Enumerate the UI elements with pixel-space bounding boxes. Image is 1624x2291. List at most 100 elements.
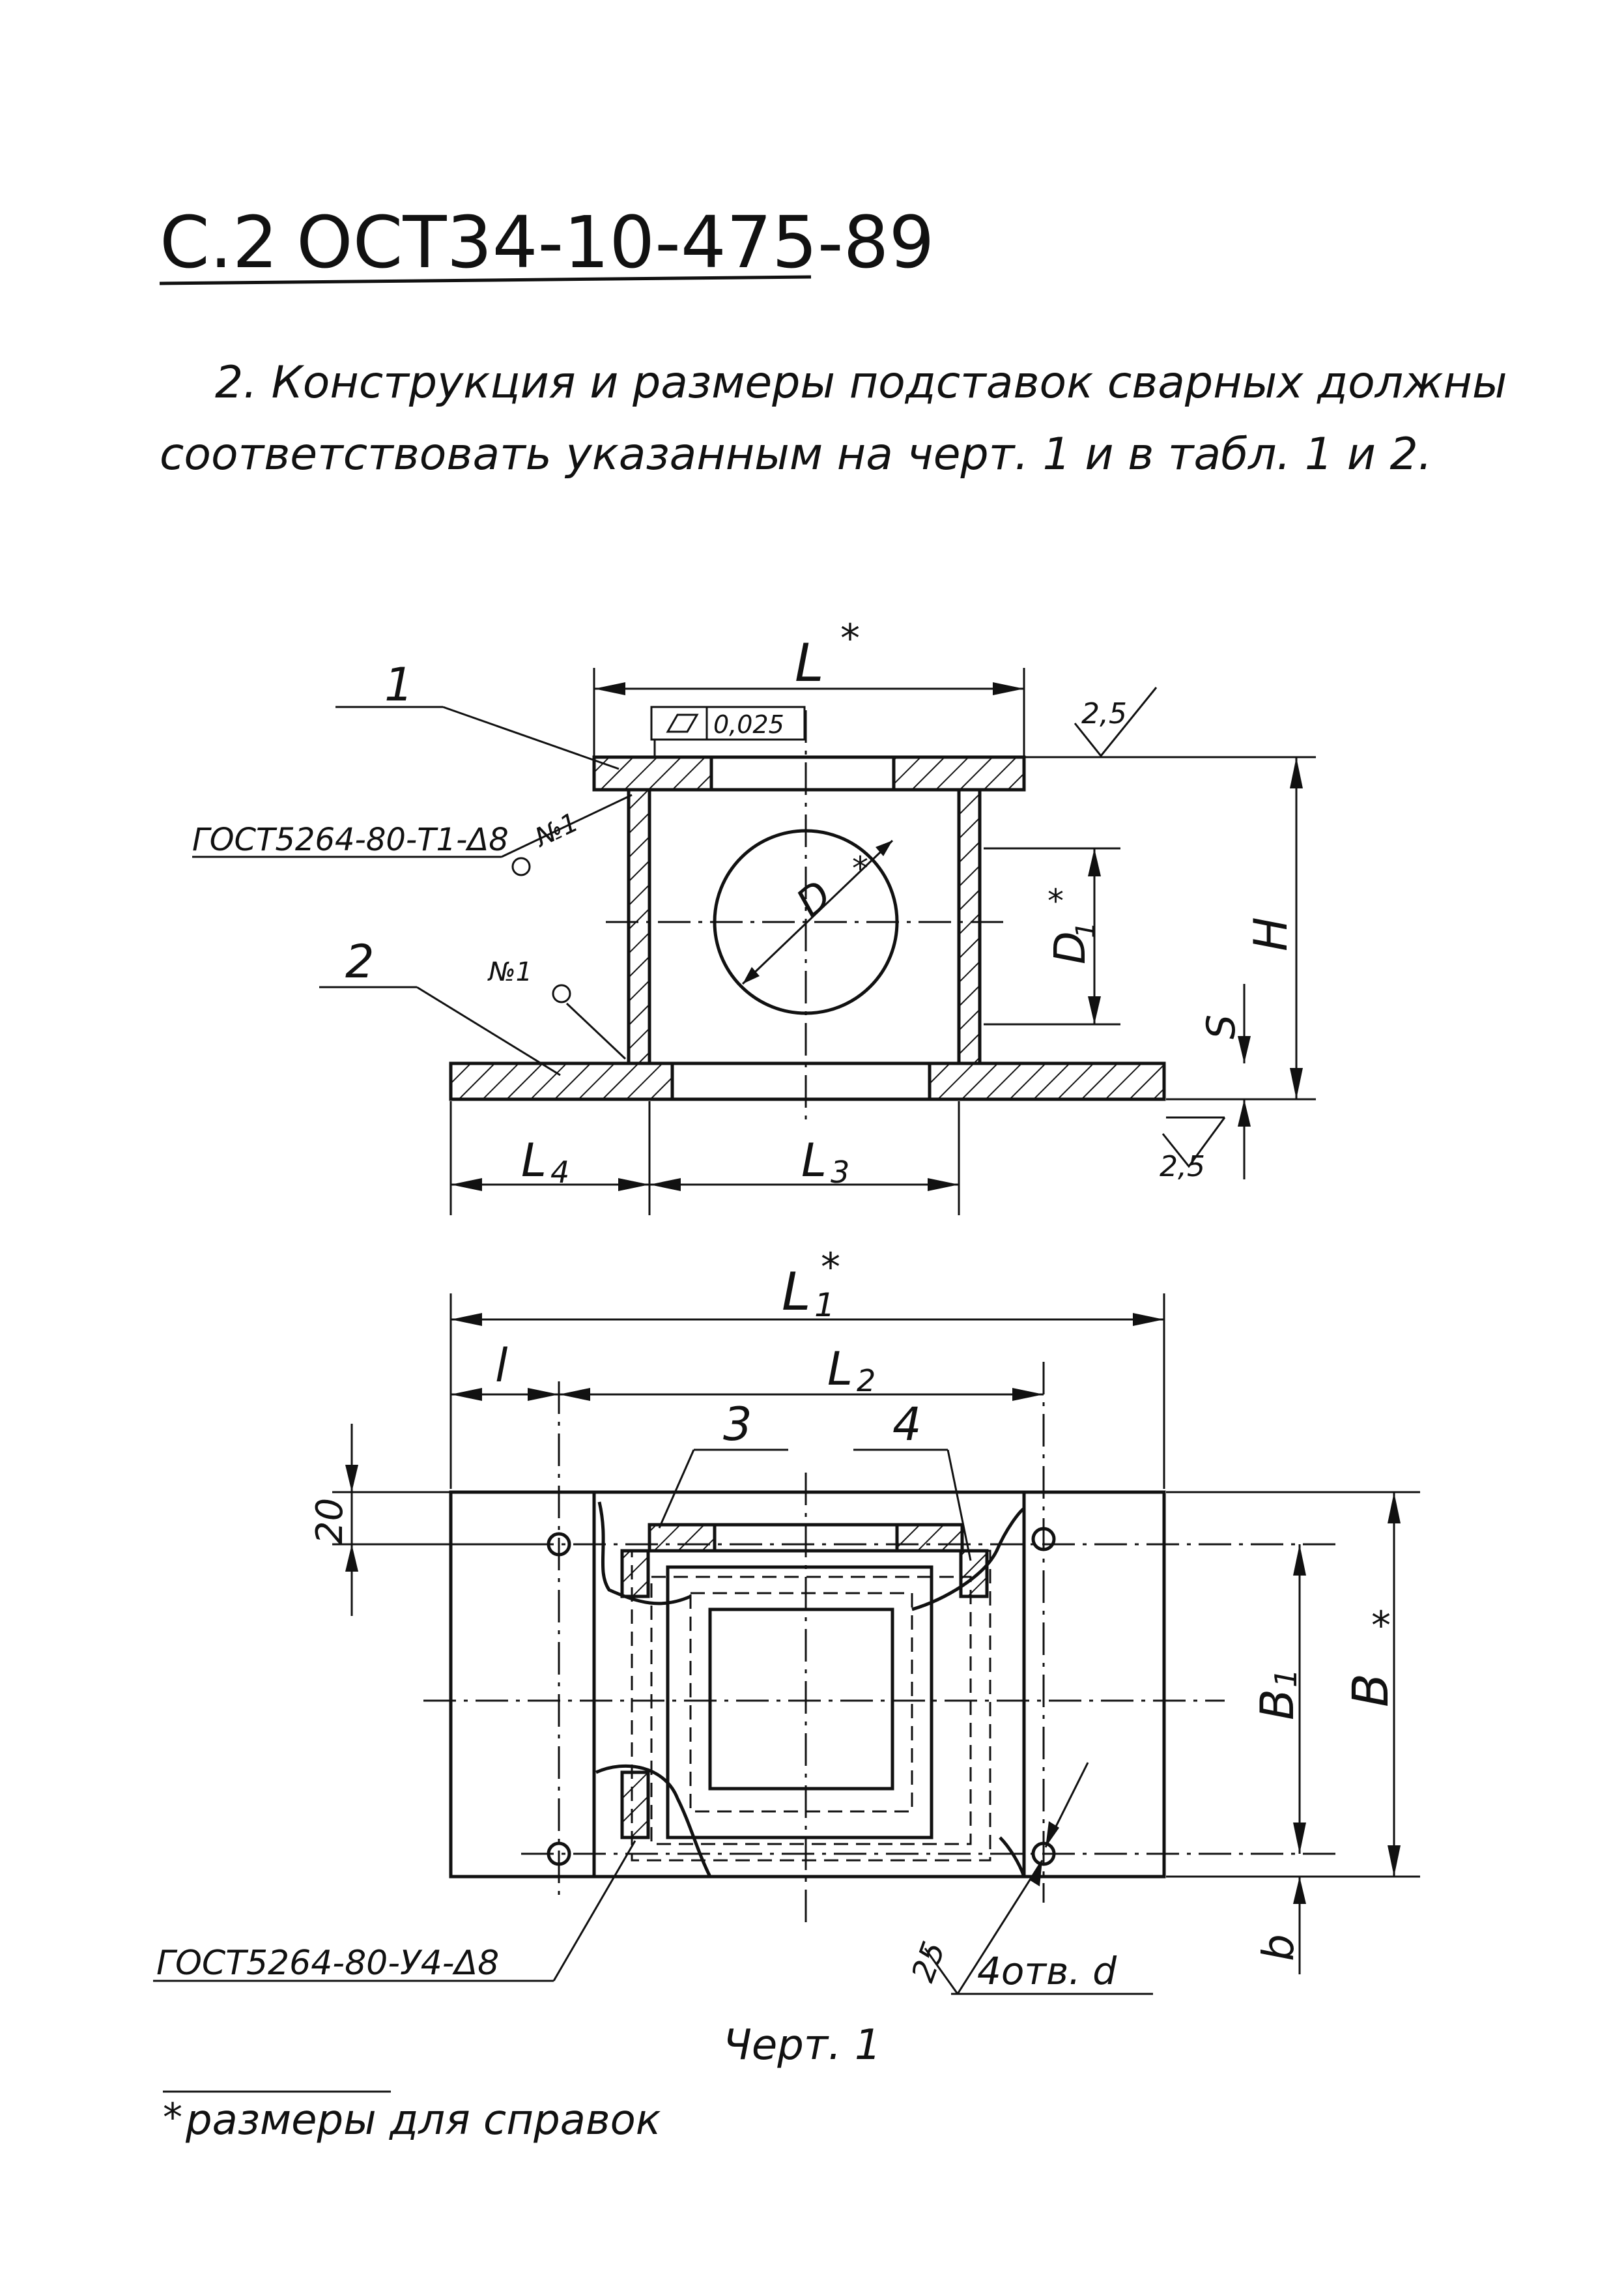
dim-s: S xyxy=(1199,1015,1244,1039)
dim-l4-sub: 4 xyxy=(550,1155,569,1190)
dim-b1: B xyxy=(1251,1689,1304,1720)
part-4-section-left xyxy=(620,1549,650,1598)
dim-l1-sub: 1 xyxy=(814,1286,835,1324)
plan-view: L 1 * l L 2 20 B 1 B * b xyxy=(153,1245,1420,1995)
holes-arrow-upper xyxy=(1046,1821,1059,1847)
callout-4-leader xyxy=(947,1449,972,1561)
page-header: С.2 ОСТ34-10-475-89 xyxy=(159,201,935,285)
b1-arrow-top xyxy=(1293,1544,1306,1576)
part-3-section-left xyxy=(648,1523,717,1553)
roughness-bottom: 2,5 xyxy=(1160,1116,1226,1183)
inner-frame xyxy=(666,1565,933,1839)
b-arrow-bottom xyxy=(1388,1845,1401,1877)
dim-l2: L xyxy=(827,1342,853,1396)
callout-part-4: 4 xyxy=(892,1398,922,1451)
callout-2-leader xyxy=(416,986,561,1076)
b-arrow-top xyxy=(1388,1492,1401,1523)
b1-arrow-bottom xyxy=(1293,1823,1306,1854)
header-underline xyxy=(159,275,812,285)
small-l-arrow-left xyxy=(451,1388,482,1401)
dim20-arrow-bottom xyxy=(345,1544,358,1572)
weld-top-leader xyxy=(501,794,633,858)
break-line-bottom-right xyxy=(999,1836,1026,1877)
footnote: * размеры для справок xyxy=(163,2090,661,2144)
s-arrow-bottom xyxy=(1238,1099,1251,1127)
dim-small-l: l xyxy=(495,1339,508,1392)
dim-d-star: * xyxy=(852,850,868,887)
part-4-section-bottom xyxy=(620,1770,650,1839)
weld-bottom-label: ГОСТ5264-80-У4-Δ8 xyxy=(156,1944,499,1983)
holes-arrow-lower xyxy=(1029,1860,1042,1886)
dim-l4: L xyxy=(521,1134,547,1187)
callout-1-leader xyxy=(442,706,620,770)
dim-25: 25 xyxy=(905,1937,953,1987)
top-plate-middle xyxy=(709,755,896,792)
figure-caption: Черт. 1 xyxy=(723,2021,881,2069)
dim-l3-sub: 3 xyxy=(831,1155,849,1190)
l-arrow-right xyxy=(993,682,1024,695)
weld-top-circle xyxy=(511,857,531,876)
bottom-plate-right xyxy=(928,1061,1166,1101)
l2-arrow-left xyxy=(559,1388,590,1401)
page-number: С.2 xyxy=(160,201,278,284)
dim-l1: L xyxy=(782,1261,811,1322)
holes-leader-lower xyxy=(956,1860,1044,1995)
part-4-section-right xyxy=(959,1549,989,1598)
dim-b-star: * xyxy=(1371,1603,1391,1649)
flatness-icon xyxy=(666,713,699,733)
callout-part-1: 1 xyxy=(384,658,414,712)
dim-d1-star: * xyxy=(1047,882,1064,920)
intro-paragraph: 2. Конструкция и размеры подставок сварн… xyxy=(160,357,1507,480)
roughness-bottom-value: 2,5 xyxy=(1160,1150,1205,1183)
right-wall xyxy=(957,788,982,1065)
dim-d1: D xyxy=(1045,931,1095,964)
l1-arrow-left xyxy=(451,1313,482,1326)
small-l-arrow-right xyxy=(528,1388,559,1401)
bottom-plate-left xyxy=(449,1061,674,1101)
dim-l1-star: * xyxy=(821,1245,840,1290)
dim-l: L xyxy=(795,633,824,693)
holes-label: 4отв. d xyxy=(977,1949,1117,1993)
callout-3-leader xyxy=(658,1449,695,1529)
hidden-outline-inner xyxy=(650,1576,972,1845)
standard-code: ОСТ34-10-475-89 xyxy=(296,201,935,284)
tolerance-frame xyxy=(650,706,806,741)
left-wall xyxy=(627,788,651,1065)
dim-h: H xyxy=(1244,917,1298,951)
dim25-tick xyxy=(924,1948,959,1995)
dim-20: 20 xyxy=(309,1498,351,1544)
weld-no1-top: №1 xyxy=(530,807,583,854)
dim-d1-sub: 1 xyxy=(1071,922,1101,938)
dim-b1-sub: 1 xyxy=(1268,1669,1303,1688)
footnote-star: * xyxy=(163,2095,182,2140)
top-plate-left xyxy=(592,755,713,792)
roughness-top: 2,5 xyxy=(1024,687,1158,758)
l-arrow-left xyxy=(594,682,625,695)
dim-l3: L xyxy=(801,1134,827,1187)
weld-no1-leader xyxy=(565,1002,627,1060)
tolerance-value: 0,025 xyxy=(713,710,784,739)
weld-bottom-leader xyxy=(552,1840,636,1981)
flatness-tolerance: 0,025 xyxy=(650,706,806,757)
top-plate-right xyxy=(892,755,1026,792)
hidden-outline-outer xyxy=(631,1549,991,1862)
s-arrow-top xyxy=(1238,1036,1251,1063)
l4-arrow-right xyxy=(618,1178,649,1191)
front-view: D * L * 0,025 2,5 H xyxy=(192,616,1316,1215)
roughness-top-value: 2,5 xyxy=(1081,697,1127,730)
weld-top-label: ГОСТ5264-80-Т1-Δ8 xyxy=(192,822,509,858)
break-line-bottom-left xyxy=(595,1764,712,1878)
intro-line-1: 2. Конструкция и размеры подставок сварн… xyxy=(215,357,1507,409)
h-arrow-bottom xyxy=(1290,1068,1303,1099)
base-plate-outline xyxy=(449,1490,1166,1879)
callout-part-2: 2 xyxy=(345,935,375,988)
d1-arrow-bottom xyxy=(1088,996,1101,1024)
dim-l2-sub: 2 xyxy=(857,1363,876,1398)
l1-arrow-right xyxy=(1133,1313,1164,1326)
dim-b: B xyxy=(1341,1673,1399,1707)
l4-arrow-left xyxy=(451,1178,482,1191)
weld-no1-bottom: №1 xyxy=(487,957,532,987)
break-line-top-right xyxy=(911,1506,1025,1611)
l2-arrow-right xyxy=(1012,1388,1044,1401)
